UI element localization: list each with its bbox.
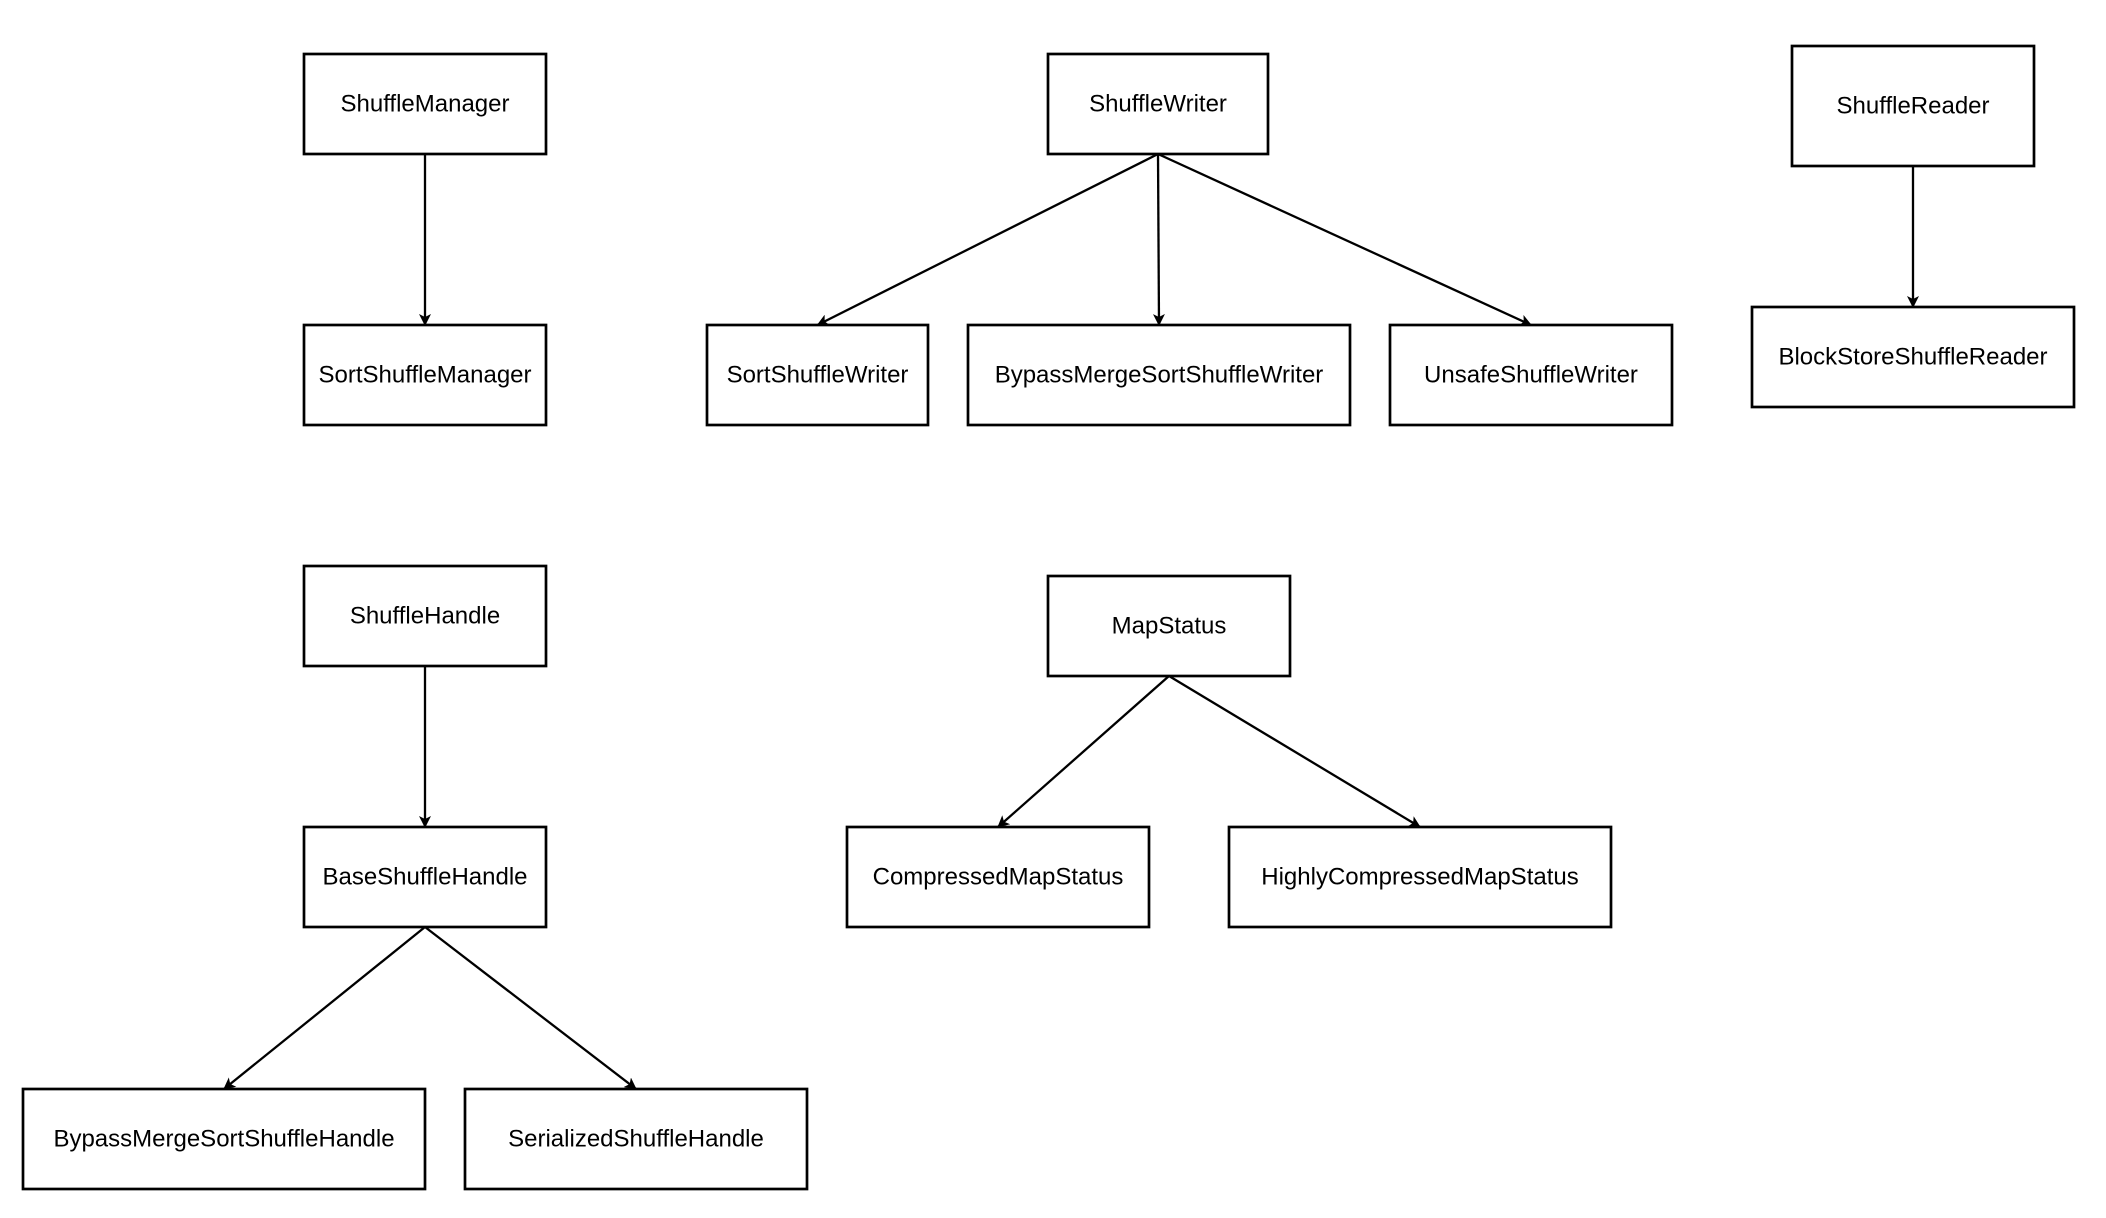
node-compressed-map-status: CompressedMapStatus	[845, 825, 1151, 929]
node-box	[1790, 44, 2036, 168]
node-label: SortShuffleWriter	[727, 362, 909, 389]
edges-layer	[223, 152, 1919, 1090]
edge-base-shuffle-handle-to-serialized-shuffle-handle	[424, 926, 637, 1090]
edge-base-shuffle-handle-to-bypass-merge-sort-shuffle-handle	[223, 926, 426, 1090]
node-sort-shuffle-writer: SortShuffleWriter	[705, 323, 930, 427]
node-box	[302, 323, 548, 427]
edge-shuffle-writer-to-sort-shuffle-writer	[816, 152, 1159, 327]
edge-map-status-to-highly-compressed-map-status	[1168, 675, 1421, 828]
node-shuffle-reader: ShuffleReader	[1790, 44, 2036, 168]
node-box	[1750, 305, 2076, 409]
edge-shuffle-writer-to-unsafe-shuffle-writer	[1157, 152, 1532, 327]
node-unsafe-shuffle-writer: UnsafeShuffleWriter	[1388, 323, 1674, 427]
node-label: SerializedShuffleHandle	[508, 1126, 764, 1153]
node-map-status: MapStatus	[1046, 574, 1292, 678]
node-label: BaseShuffleHandle	[322, 864, 527, 891]
node-box	[1046, 52, 1270, 156]
node-box	[463, 1087, 809, 1191]
node-shuffle-handle: ShuffleHandle	[302, 564, 548, 668]
node-box	[302, 564, 548, 668]
node-label: BypassMergeSortShuffleWriter	[995, 362, 1324, 389]
node-label: BlockStoreShuffleReader	[1778, 344, 2047, 371]
node-shuffle-writer: ShuffleWriter	[1046, 52, 1270, 156]
node-label: ShuffleManager	[340, 91, 509, 118]
node-label: ShuffleHandle	[350, 603, 500, 630]
node-box	[21, 1087, 427, 1191]
node-box	[302, 52, 548, 156]
node-highly-compressed-map-status: HighlyCompressedMapStatus	[1227, 825, 1613, 929]
node-label: UnsafeShuffleWriter	[1424, 362, 1638, 389]
node-block-store-shuffle-reader: BlockStoreShuffleReader	[1750, 305, 2076, 409]
node-label: BypassMergeSortShuffleHandle	[53, 1126, 394, 1153]
node-label: CompressedMapStatus	[873, 864, 1124, 891]
node-label: ShuffleReader	[1837, 93, 1990, 120]
node-label: ShuffleWriter	[1089, 91, 1227, 118]
node-box	[1388, 323, 1674, 427]
node-box	[302, 825, 548, 929]
node-shuffle-manager: ShuffleManager	[302, 52, 548, 156]
node-label: SortShuffleManager	[318, 362, 531, 389]
node-box	[1227, 825, 1613, 929]
node-bypass-merge-sort-shuffle-handle: BypassMergeSortShuffleHandle	[21, 1087, 427, 1191]
node-box	[1046, 574, 1292, 678]
node-bypass-merge-sort-shuffle-writer: BypassMergeSortShuffleWriter	[966, 323, 1352, 427]
node-serialized-shuffle-handle: SerializedShuffleHandle	[463, 1087, 809, 1191]
edge-map-status-to-compressed-map-status	[997, 675, 1170, 828]
node-box	[845, 825, 1151, 929]
node-label: MapStatus	[1112, 613, 1227, 640]
node-box	[705, 323, 930, 427]
node-label: HighlyCompressedMapStatus	[1261, 864, 1578, 891]
node-box	[966, 323, 1352, 427]
node-sort-shuffle-manager: SortShuffleManager	[302, 323, 548, 427]
edge-shuffle-writer-to-bypass-merge-sort-shuffle-writer	[1152, 153, 1165, 326]
node-base-shuffle-handle: BaseShuffleHandle	[302, 825, 548, 929]
